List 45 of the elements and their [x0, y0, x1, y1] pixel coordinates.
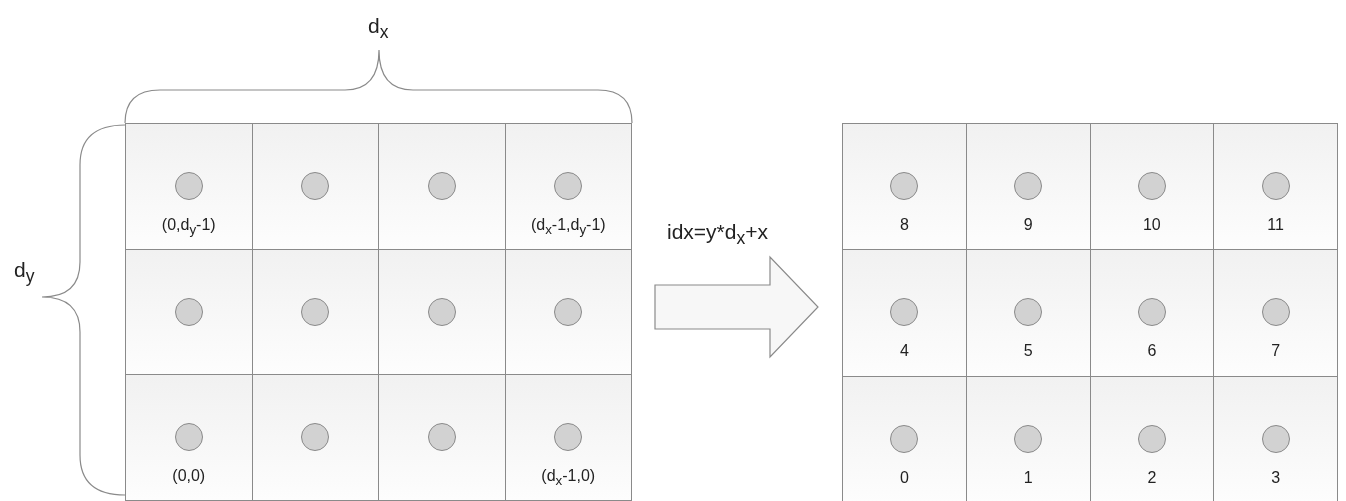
grid-cell: [843, 250, 967, 377]
grid-cell: [505, 375, 632, 501]
grid-cell: [126, 124, 253, 250]
cell-label: 10: [1142, 216, 1161, 234]
grid-cell: [379, 124, 506, 250]
grid-cell: [966, 250, 1091, 377]
brace-label: d$_{x}$: [368, 14, 389, 44]
brace-label: d$_{y}$: [14, 258, 35, 288]
grid-cell: [843, 124, 967, 251]
cell-label: 7: [1271, 342, 1281, 361]
grid-cell: [1090, 376, 1215, 501]
grid-cell: [379, 375, 506, 501]
cell-label: (0,0): [172, 467, 206, 486]
grid-cell: [252, 124, 379, 250]
cell-label: 0: [899, 468, 909, 487]
grid-cell: [126, 249, 253, 376]
cell-label: 3: [1271, 468, 1281, 487]
grid-cell: [1214, 376, 1338, 501]
cell-label: (d$_{x}$-1,d$_{y}$-1): [530, 216, 606, 238]
cell-label: 9: [1023, 216, 1033, 234]
grid-cell: [1090, 250, 1215, 377]
grid-cell: [252, 375, 379, 501]
grid-cell: [1214, 124, 1338, 251]
grid-cell: [1214, 250, 1338, 377]
grid-cell: [966, 376, 1091, 501]
grid-cell: [126, 375, 253, 501]
grid-cell: [505, 124, 632, 250]
grid-panel: [842, 123, 1338, 501]
cell-label: 1: [1023, 468, 1033, 487]
cell-label: (0,d$_{y}$-1): [161, 216, 216, 238]
cell-label: 6: [1147, 342, 1157, 361]
grid-cell: [505, 249, 632, 376]
grid-panel: [125, 123, 632, 501]
cell-label: (d$_{x}$-1,0): [541, 467, 596, 489]
grid-cell: [843, 376, 967, 501]
cell-label: 8: [899, 216, 909, 234]
cell-label: 11: [1267, 216, 1284, 234]
grid-cell: [252, 249, 379, 376]
cell-label: 5: [1023, 342, 1033, 361]
grid-cell: [379, 249, 506, 376]
grid-cell: [966, 124, 1091, 251]
cell-label: 2: [1147, 468, 1157, 487]
block-arrow: [654, 255, 819, 359]
cell-label: 4: [899, 342, 909, 361]
grid-cell: [1090, 124, 1215, 251]
